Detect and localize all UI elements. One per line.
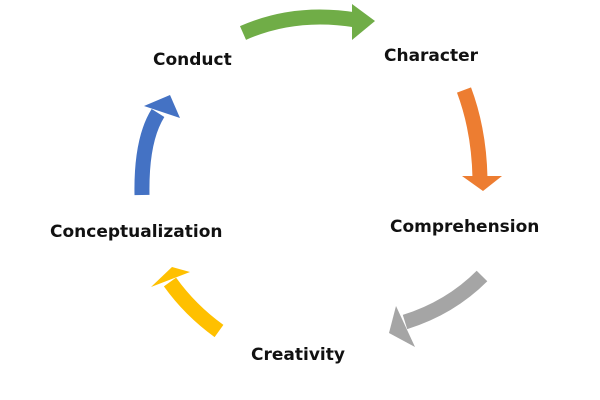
arrow-conduct-to-character xyxy=(239,4,375,40)
arrow-comprehension-to-creativity xyxy=(389,270,488,347)
node-creativity: Creativity xyxy=(251,345,345,365)
arrow-character-to-comprehension xyxy=(456,87,502,191)
node-comprehension: Comprehension xyxy=(390,217,540,237)
arrow-creativity-to-conceptualization xyxy=(151,267,224,338)
node-conceptualization: Conceptualization xyxy=(50,222,223,242)
node-conduct: Conduct xyxy=(153,50,232,70)
arrow-conceptualization-to-conduct xyxy=(134,95,180,196)
node-character: Character xyxy=(384,46,479,66)
